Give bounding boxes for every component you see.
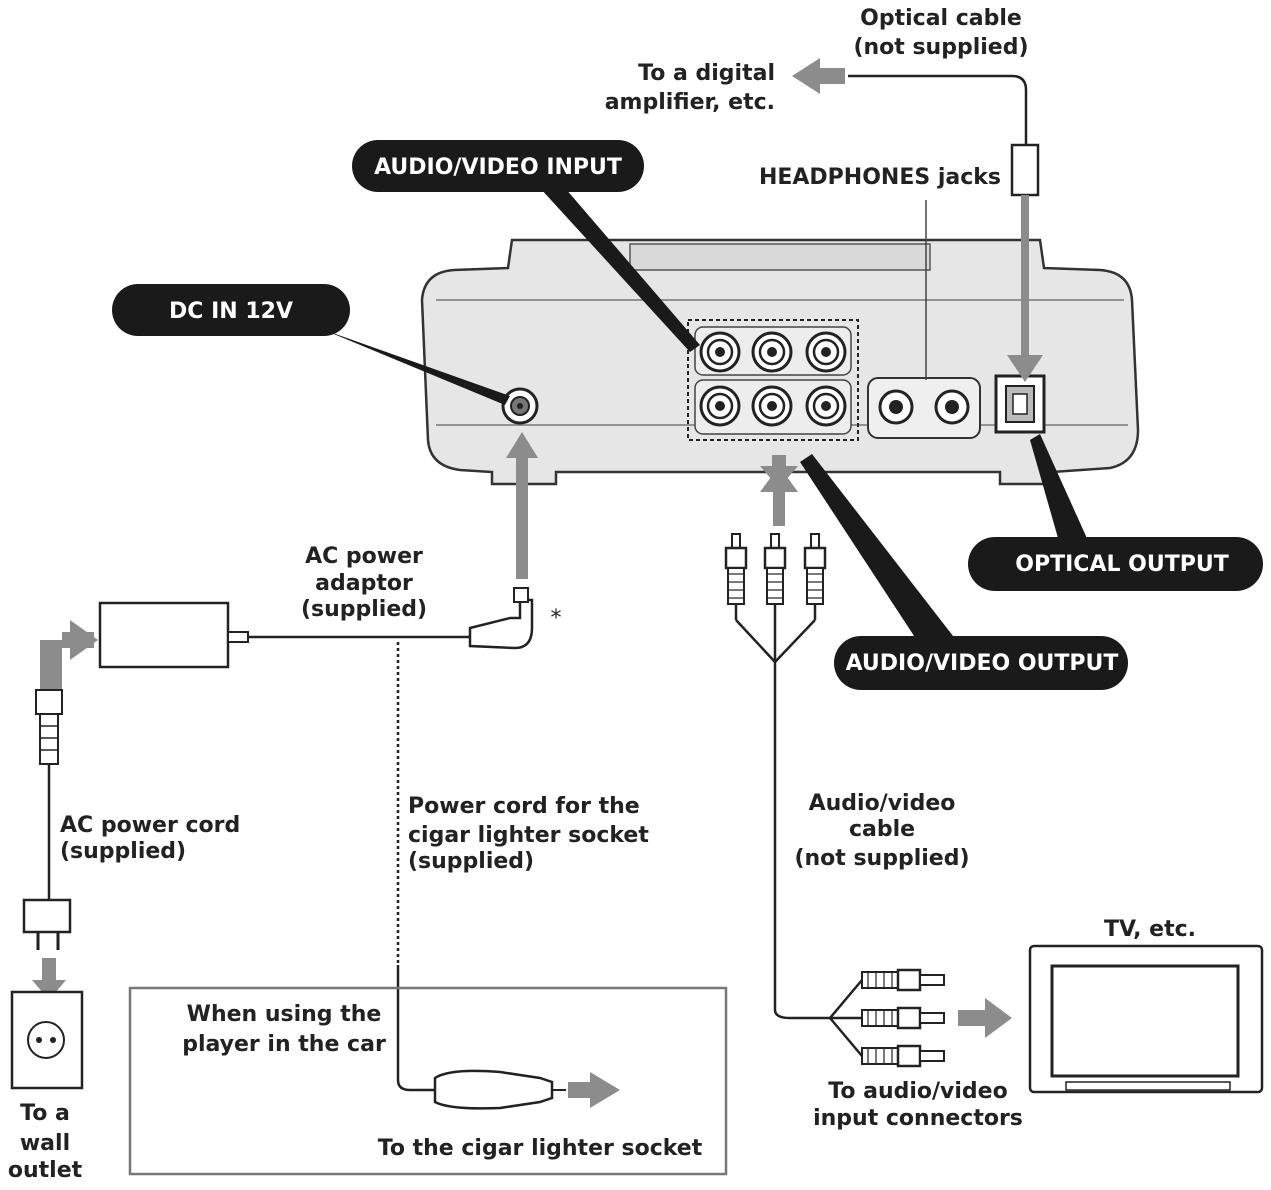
ac-adaptor-note: (supplied) bbox=[301, 597, 427, 622]
tv bbox=[1028, 944, 1264, 1094]
callout-dc-in: DC IN 12V bbox=[112, 284, 510, 405]
arrow-to-amplifier-icon bbox=[792, 58, 845, 94]
av-input-connectors-label-2: input connectors bbox=[813, 1106, 1023, 1131]
rca-plugs bbox=[724, 533, 827, 620]
cigar-cord-label: Power cord for the bbox=[408, 794, 640, 819]
rca-jack bbox=[699, 331, 741, 373]
tv-label: TV, etc. bbox=[1104, 917, 1196, 942]
ac-cord-label: AC power cord bbox=[60, 813, 240, 838]
wall-outlet-label: To a bbox=[20, 1101, 70, 1126]
ac-cord-note: (supplied) bbox=[60, 839, 186, 864]
ac-power-cord bbox=[22, 620, 98, 1000]
car-usage-label-2: player in the car bbox=[182, 1032, 386, 1057]
av-cable-label-2: cable bbox=[849, 817, 915, 842]
av-cable bbox=[724, 455, 1012, 1068]
tv-side-plugs bbox=[861, 968, 945, 1068]
av-cable-label: Audio/video bbox=[809, 791, 956, 816]
rca-jack bbox=[699, 385, 741, 427]
av-jack-panel bbox=[687, 319, 859, 441]
ac-adaptor bbox=[98, 432, 538, 669]
rca-plug bbox=[861, 1006, 945, 1030]
callout-av-input: AUDIO/VIDEO INPUT bbox=[352, 140, 700, 352]
car-usage-label: When using the bbox=[187, 1002, 382, 1027]
av-input-connectors-label: To audio/video bbox=[828, 1079, 1007, 1104]
asterisk-mark: * bbox=[551, 606, 562, 631]
optical-jack bbox=[994, 374, 1046, 434]
headphones-label: HEADPHONES jacks bbox=[759, 165, 1001, 190]
arrow-to-wall-icon bbox=[32, 958, 66, 1000]
rca-plug bbox=[861, 1044, 945, 1068]
rca-plug bbox=[724, 533, 748, 620]
optical-cable-label: Optical cable bbox=[860, 6, 1022, 31]
dc-in-jack bbox=[501, 387, 539, 425]
ac-adaptor-label-2: adaptor bbox=[315, 571, 413, 596]
dc-in-label: DC IN 12V bbox=[169, 299, 293, 324]
av-input-label: AUDIO/VIDEO INPUT bbox=[374, 155, 622, 180]
cigar-cord-note: (supplied) bbox=[408, 849, 534, 874]
rca-jack bbox=[751, 331, 793, 373]
arrow-to-tv-icon bbox=[958, 998, 1012, 1038]
arrow-to-dc-in-icon bbox=[516, 455, 528, 579]
rca-jack bbox=[751, 385, 793, 427]
wall-outlet-label-2: wall bbox=[20, 1131, 70, 1156]
arrow-to-cigar-socket-icon bbox=[568, 1072, 620, 1108]
wall-outlet-label-3: outlet bbox=[8, 1158, 83, 1183]
cigar-cord bbox=[396, 642, 620, 1110]
optical-output-label: OPTICAL OUTPUT bbox=[1015, 552, 1228, 577]
callout-optical-output: OPTICAL OUTPUT bbox=[968, 434, 1263, 591]
rca-plug bbox=[803, 533, 827, 620]
optical-cable-note: (not supplied) bbox=[853, 35, 1028, 60]
rca-plug bbox=[861, 968, 945, 992]
car-usage-box bbox=[128, 986, 728, 1176]
headphone-jacks bbox=[867, 377, 981, 439]
cigar-cord-label-2: cigar lighter socket bbox=[408, 823, 649, 848]
rca-jack bbox=[805, 385, 847, 427]
callout-av-output: AUDIO/VIDEO OUTPUT bbox=[800, 454, 1128, 690]
cigar-socket-label: To the cigar lighter socket bbox=[378, 1136, 703, 1161]
av-output-label: AUDIO/VIDEO OUTPUT bbox=[846, 651, 1119, 676]
digital-amp-label: To a digital bbox=[638, 61, 775, 86]
rca-jack bbox=[805, 331, 847, 373]
av-cable-note: (not supplied) bbox=[794, 846, 969, 871]
optical-cable bbox=[792, 58, 1043, 382]
wall-outlet bbox=[10, 990, 84, 1090]
rca-jacks bbox=[699, 331, 847, 427]
ac-adaptor-label: AC power bbox=[305, 544, 423, 569]
digital-amp-label-2: amplifier, etc. bbox=[605, 90, 775, 115]
rca-plug bbox=[763, 533, 787, 620]
